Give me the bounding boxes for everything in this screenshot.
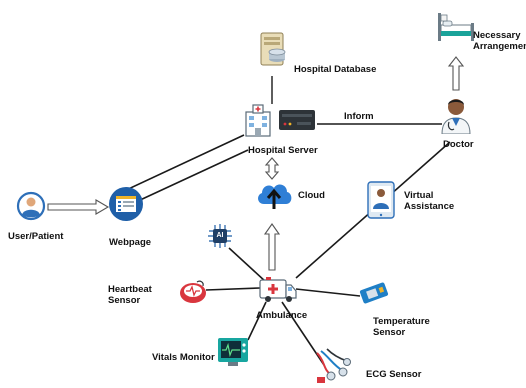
hospital-server-icon [245,104,315,137]
user-patient-label: User/Patient [8,231,64,242]
ai-chip-text: AI [216,232,224,239]
virtual-assistance-label: Virtual Assistance [404,190,455,212]
heartbeat-sensor-label: Heartbeat Sensor [108,284,152,306]
inform-edge-label: Inform [344,111,374,122]
ai-chip-graphic [208,224,232,248]
ambulance-icon [259,277,297,302]
ambulance-label: Ambulance [256,310,308,321]
edge-hospital-server-webpage-lower [137,149,249,202]
cloud-label: Cloud [298,190,325,201]
cloud-upload-icon [258,184,292,209]
edge-hospital-server-webpage-upper [123,134,245,192]
vitals-monitor-label: Vitals Monitor [152,352,215,363]
vitals-monitor-icon [218,338,248,366]
hospital-server-label: Hospital Server [248,145,318,156]
hospital-database-label: Hospital Database [294,64,377,75]
edge-heartbeat-ambulance [205,287,261,291]
user-icon [16,191,46,221]
webpage-icon [109,187,143,221]
doctor-icon [441,99,471,134]
edge-vitals-ambulance [247,301,267,341]
temperature-sensor-label: Temperature Sensor [373,316,430,338]
edge-ecg-ambulance [281,301,325,366]
edge-ai-ambulance [228,247,267,283]
hospital-bed-icon [438,13,474,41]
database-server-icon [260,32,286,66]
ecg-sensor-icon [316,348,351,383]
ecg-sensor-label: ECG Sensor [366,369,422,380]
edge-temperature-ambulance [295,288,361,297]
arrow-user-to-webpage [47,199,110,215]
temperature-sensor-icon [359,282,389,304]
ai-chip-icon: AI [206,222,234,250]
necessary-arrangements-label: Necessary Arrangements [473,30,526,52]
virtual-assistant-icon [367,181,395,219]
arrow-cloud-to-server [264,157,280,180]
heartbeat-sensor-icon [180,280,206,303]
arrow-doctor-to-arrangements [447,56,465,91]
webpage-label: Webpage [109,237,152,248]
arrow-ambulance-to-cloud [263,223,281,271]
doctor-label: Doctor [443,139,474,150]
